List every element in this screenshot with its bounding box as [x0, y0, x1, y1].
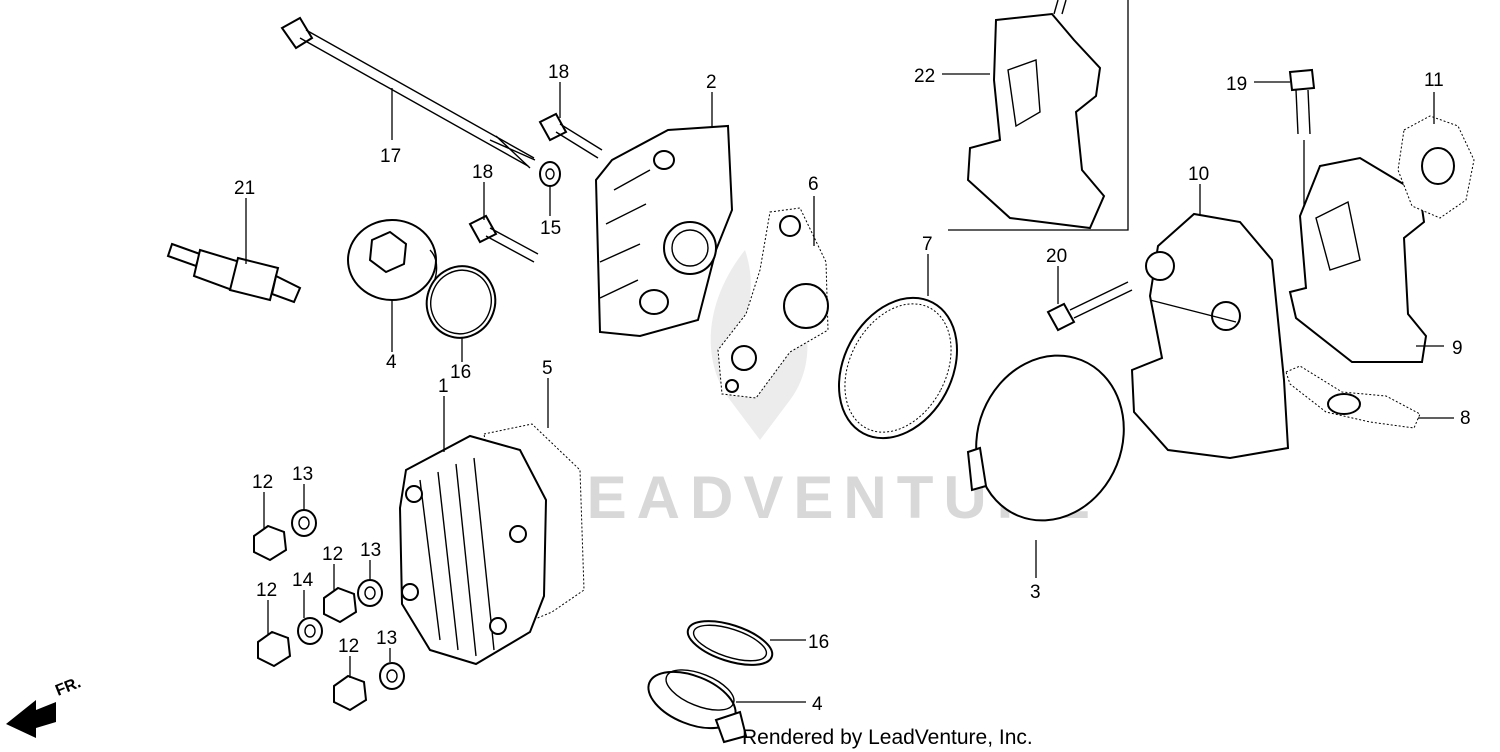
callout-13-c: 13: [376, 628, 397, 649]
callouts: 17 18 18 15 21 4 16 2 6 7 5 1 3 22 19 11…: [234, 62, 1471, 715]
callout-1: 1: [438, 376, 449, 397]
callout-19: 19: [1226, 74, 1247, 95]
direction-arrow: FR.: [6, 674, 83, 738]
callout-18-upper: 18: [548, 62, 569, 83]
part-12-nut-b: [323, 586, 358, 624]
callout-13-b: 13: [360, 540, 381, 561]
callout-22: 22: [914, 66, 935, 87]
callout-16-lower: 16: [808, 632, 829, 653]
part-15-washer: [539, 161, 561, 187]
inset-box: [948, 0, 1129, 231]
callout-12-c: 12: [256, 580, 277, 601]
callout-4-upper: 4: [386, 352, 397, 373]
callout-15: 15: [540, 218, 561, 239]
part-18-bolt-lower: [468, 214, 539, 263]
part-12-nut-a: [253, 524, 288, 562]
part-12-nut-c: [257, 630, 292, 668]
credit-text: Rendered by LeadVenture, Inc.: [742, 726, 1033, 749]
callout-18-lower: 18: [472, 162, 493, 183]
part-22-manifold-inset: [966, 0, 1106, 230]
callout-11: 11: [1424, 70, 1444, 91]
part-12-nut-d: [333, 674, 368, 712]
leader-lines: [245, 73, 1454, 703]
part-14-washer: [297, 617, 323, 645]
part-16-o-ring-lower: [686, 620, 774, 666]
callout-12-a: 12: [252, 472, 273, 493]
callout-17: 17: [380, 146, 401, 167]
part-1-head-cover: [398, 434, 548, 666]
part-13-washer-b: [357, 579, 383, 607]
callout-9: 9: [1452, 338, 1463, 359]
callout-8: 8: [1460, 408, 1471, 429]
part-20-bolt: [1046, 281, 1133, 332]
callout-6: 6: [808, 174, 819, 195]
callout-10: 10: [1188, 164, 1209, 185]
part-16-o-ring-upper: [425, 265, 497, 339]
part-17-stud-bolt: [280, 16, 536, 169]
part-13-washer-a: [291, 509, 317, 537]
part-7-large-o-ring: [838, 296, 958, 440]
part-2-cylinder-head: [594, 124, 734, 338]
part-19-bolt: [1288, 68, 1316, 210]
callout-20: 20: [1046, 246, 1067, 267]
part-3-round-cover: [966, 354, 1125, 522]
part-13-washer-c: [379, 662, 405, 690]
part-8-gasket: [1285, 365, 1421, 429]
callout-4-lower: 4: [812, 694, 823, 715]
callout-12-d: 12: [338, 636, 359, 657]
callout-14: 14: [292, 570, 314, 591]
callout-12-b: 12: [322, 544, 343, 565]
callout-2: 2: [706, 72, 717, 93]
part-4-cap-upper: [347, 219, 438, 301]
part-10-intake-housing: [1130, 212, 1290, 460]
part-18-bolt-upper: [538, 112, 603, 159]
callout-7: 7: [922, 234, 933, 255]
callout-16-upper: 16: [450, 362, 471, 383]
callout-5: 5: [542, 358, 553, 379]
part-6-gasket: [717, 207, 829, 399]
part-11-gasket: [1397, 115, 1475, 219]
part-21-spark-plug: [166, 242, 302, 304]
callout-13-a: 13: [292, 464, 313, 485]
direction-label: FR.: [53, 674, 83, 699]
callout-21: 21: [234, 178, 255, 199]
callout-3: 3: [1030, 582, 1041, 603]
part-4-cap-lower: [647, 669, 748, 744]
